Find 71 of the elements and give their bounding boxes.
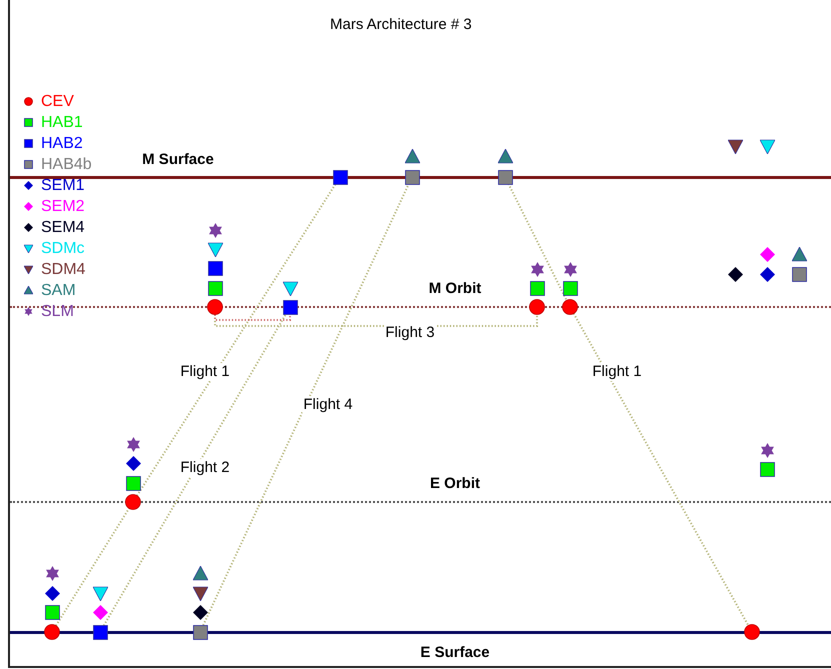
- diamond-marker: [192, 604, 208, 620]
- square-marker: [208, 280, 222, 296]
- legend-label: SLM: [41, 302, 74, 322]
- legend-label: CEV: [41, 92, 74, 112]
- circle-marker: [562, 299, 578, 315]
- legend-label: HAB1: [41, 112, 83, 132]
- square-marker: [498, 170, 512, 184]
- circle-marker: [207, 299, 223, 315]
- triangle-marker: [498, 148, 512, 164]
- flight-path-line: [55, 508, 130, 626]
- edge-label: Flight 2: [179, 459, 231, 477]
- level-label: M Orbit: [428, 279, 482, 299]
- square-marker: [792, 266, 806, 282]
- flight-path-line: [202, 183, 410, 626]
- star-marker: [760, 442, 774, 458]
- triangle-marker: [404, 148, 420, 164]
- circle-marker: [529, 299, 545, 315]
- flight-path-line: [136, 182, 337, 496]
- diamond-marker: [44, 586, 60, 600]
- star-marker: [126, 436, 140, 452]
- diamond-marker: [760, 246, 774, 262]
- triangle-marker: [760, 138, 774, 154]
- circle-marker: [125, 494, 141, 510]
- star-marker: [530, 262, 544, 276]
- legend-label: SAM: [41, 280, 76, 300]
- star-marker: [208, 222, 222, 238]
- legend-label: SEM2: [41, 196, 85, 216]
- square-marker: [760, 462, 774, 476]
- square-marker: [192, 624, 208, 640]
- square-marker: [404, 170, 420, 184]
- triangle-marker: [92, 586, 108, 600]
- legend-label: HAB2: [41, 134, 83, 154]
- triangle-marker: [282, 280, 298, 296]
- triangle-marker: [192, 566, 208, 580]
- square-marker: [530, 280, 544, 296]
- edge-label: Flight 3: [384, 324, 436, 342]
- square-marker: [44, 604, 60, 620]
- square-marker: [562, 280, 578, 296]
- square-marker: [92, 624, 108, 640]
- flight-path-line: [572, 313, 750, 626]
- diamond-marker: [728, 266, 742, 282]
- square-marker: [282, 300, 298, 314]
- edge-label: Flight 1: [591, 363, 643, 381]
- edge-label: Flight 4: [302, 396, 354, 414]
- square-marker: [332, 170, 348, 184]
- legend-label: SEM4: [41, 218, 85, 238]
- edge-label: Flight 1: [179, 363, 231, 381]
- flight-path-line: [214, 314, 291, 321]
- circle-marker: [44, 624, 60, 640]
- diamond-marker: [760, 266, 774, 282]
- star-marker: [44, 566, 60, 580]
- level-label: M Surface: [142, 150, 214, 170]
- legend-label: SDMc: [41, 238, 85, 258]
- circle-marker: [744, 624, 760, 640]
- legend-label: SDM4: [41, 260, 86, 280]
- chart-title: Mars Architecture # 3: [330, 15, 472, 35]
- level-label: E Surface: [420, 643, 490, 663]
- square-marker: [208, 260, 222, 276]
- diamond-marker: [126, 456, 140, 470]
- flight-path-line: [102, 313, 288, 626]
- legend-label: HAB4b: [41, 154, 92, 174]
- star-marker: [562, 262, 578, 276]
- diamond-marker: [92, 604, 108, 620]
- square-marker: [126, 476, 140, 490]
- legend-label: SEM1: [41, 176, 85, 196]
- triangle-marker: [728, 138, 742, 154]
- triangle-marker: [192, 586, 208, 600]
- flight-path-line: [508, 183, 568, 301]
- level-label: E Orbit: [430, 474, 480, 494]
- triangle-marker: [792, 246, 806, 262]
- triangle-marker: [208, 242, 222, 256]
